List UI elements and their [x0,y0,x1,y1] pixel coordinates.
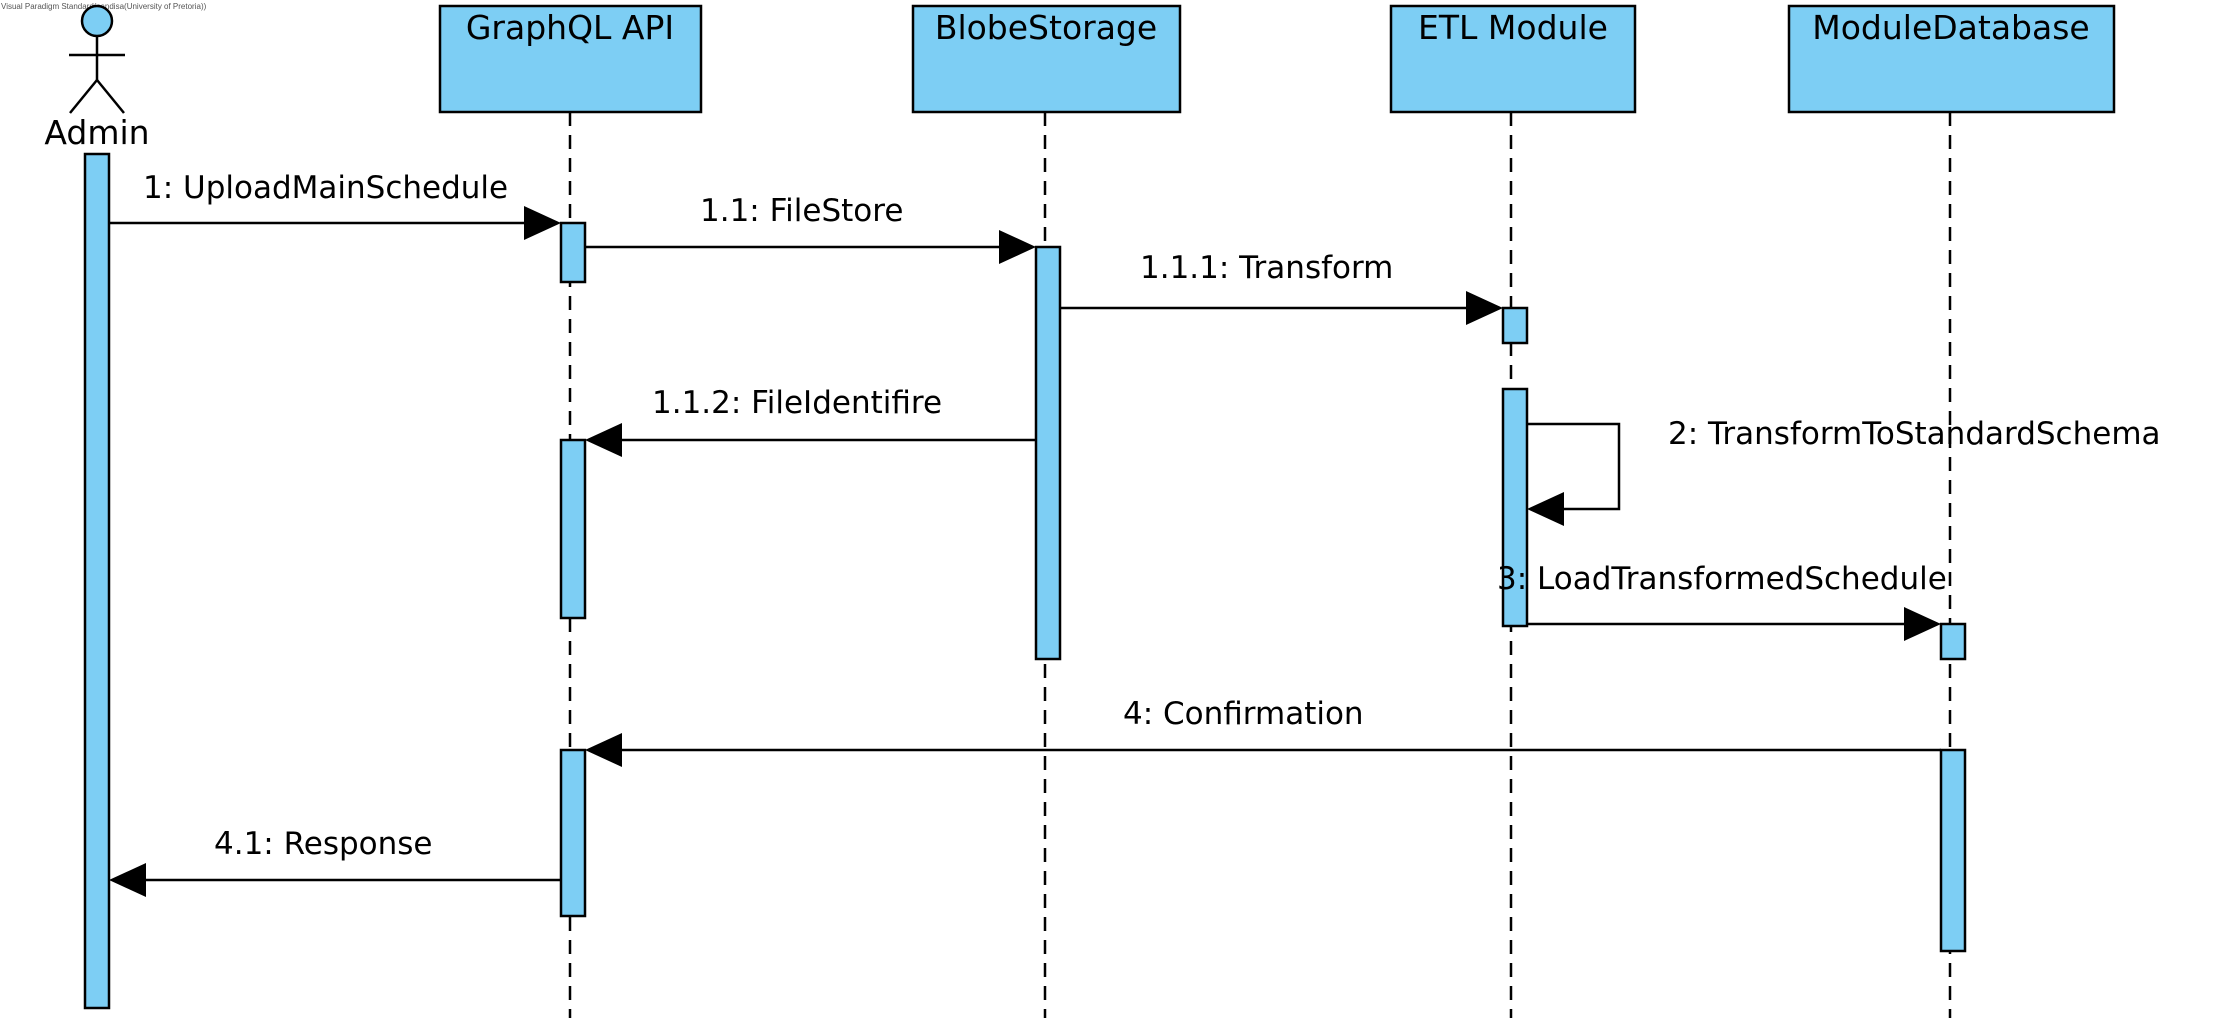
message-label: 1.1: FileStore [700,193,903,229]
activation-bar-admin [83,152,111,1010]
message-response: 4.1: Response [109,826,561,897]
participant-label: BlobeStorage [935,8,1157,47]
participant-etl-module: ETL Module [1389,4,1637,114]
message-label: 1.1.1: Transform [1140,250,1393,286]
message-label: 2: TransformToStandardSchema [1668,416,2161,452]
actor-right-leg-icon [96,79,125,114]
activation-bar-moddb-1 [1939,622,1967,661]
participant-label: ETL Module [1418,8,1608,47]
message-label: 3: LoadTransformedSchedule [1497,561,1947,597]
message-transform-to-standard-schema: 2: TransformToStandardSchema [1527,416,2161,526]
arrowhead-icon [524,206,561,240]
participant-label: ModuleDatabase [1812,8,2089,47]
message-label: 1: UploadMainSchedule [143,170,508,206]
activation-bar-etl-2 [1501,387,1529,628]
actor-label: Admin [44,113,149,152]
activation-bar-blobestorage [1034,245,1062,661]
message-file-store: 1.1: FileStore [585,193,1036,264]
actor-admin: Admin [44,4,150,152]
arrowhead-icon [1527,492,1564,526]
message-label: 4.1: Response [214,826,432,862]
participant-box [438,4,703,114]
participant-box [1787,4,2116,114]
activation-bar-etl-1 [1501,306,1529,345]
arrowhead-icon [109,863,146,897]
arrowhead-icon [1466,291,1503,325]
message-transform: 1.1.1: Transform [1060,250,1503,325]
arrowhead-icon [585,733,622,767]
participant-blobestorage: BlobeStorage [911,4,1182,114]
arrowhead-icon [1904,607,1941,641]
activation-bar-graphql-2 [559,438,587,620]
message-file-identifire: 1.1.2: FileIdentifire [585,385,1036,457]
arrowhead-icon [585,423,622,457]
message-label: 1.1.2: FileIdentifire [652,385,942,421]
message-load-transformed-schedule: 3: LoadTransformedSchedule [1497,561,1947,641]
message-confirmation: 4: Confirmation [585,696,1941,767]
arrowhead-icon [999,230,1036,264]
message-line [1527,422,1621,511]
activation-bar-moddb-2 [1939,748,1967,953]
participant-box [1389,4,1637,114]
message-label: 4: Confirmation [1123,696,1364,732]
actor-head-icon [80,4,114,38]
participant-graphql-api: GraphQL API [438,4,703,114]
participant-moduledatabase: ModuleDatabase [1787,4,2116,114]
activation-bar-graphql-1 [559,221,587,284]
message-upload-main-schedule: 1: UploadMainSchedule [109,170,561,240]
participant-box [911,4,1182,114]
participant-label: GraphQL API [466,8,674,47]
actor-left-leg-icon [69,79,98,114]
activation-bar-graphql-3 [559,748,587,918]
